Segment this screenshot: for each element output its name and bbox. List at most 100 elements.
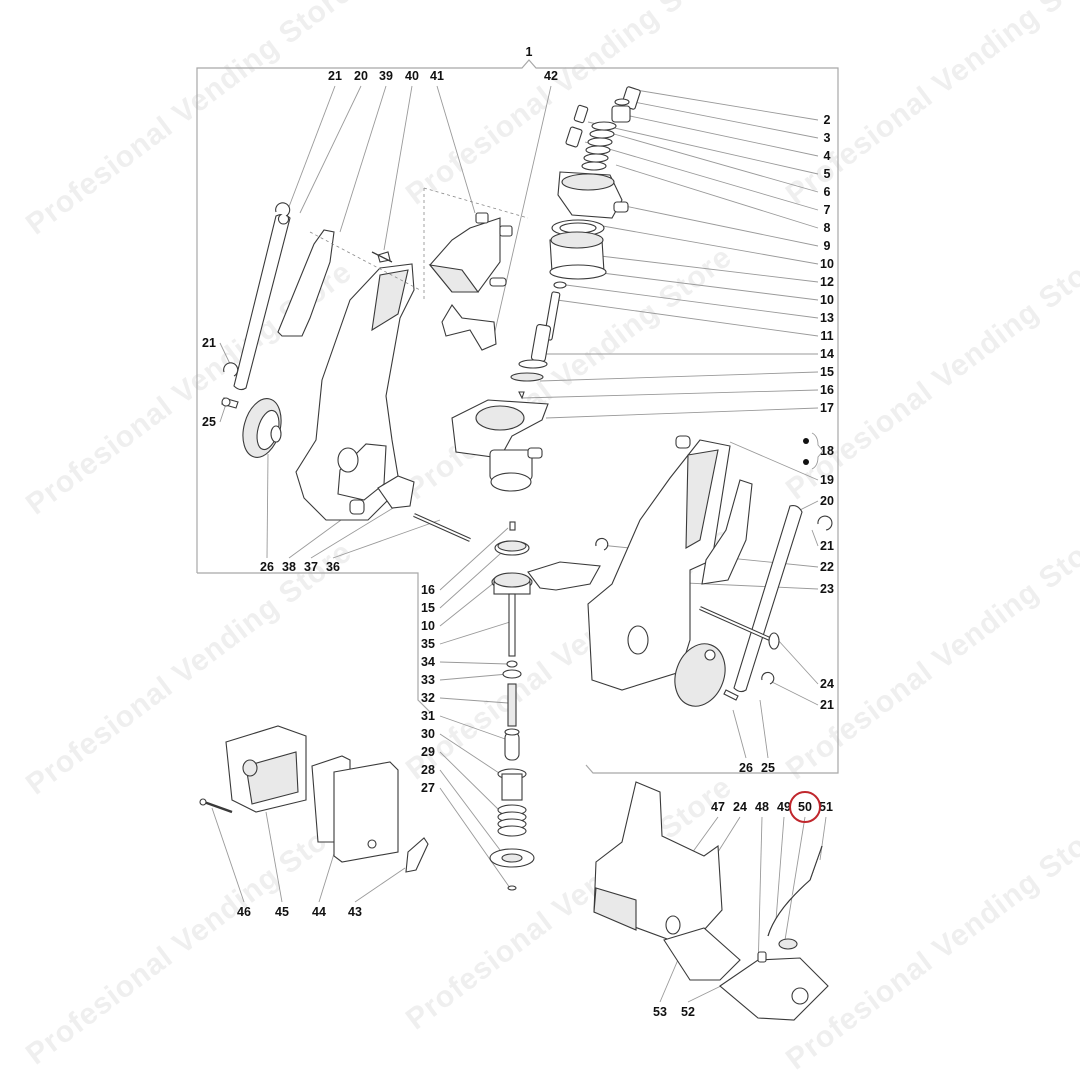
part-callout-27[interactable]: 27 [421,780,435,795]
part-callout-21[interactable]: 21 [328,68,342,83]
part-callout-34[interactable]: 34 [421,654,435,669]
part-callout-4[interactable]: 4 [823,148,831,163]
leader-line [436,85,476,214]
part-callout-18[interactable]: 18 [820,443,834,458]
part-callout-15[interactable]: 15 [421,600,435,615]
part-callout-21[interactable]: 21 [820,538,834,553]
leader-line [286,85,336,213]
spring-icon [581,121,617,171]
cover-assembly [593,781,829,1021]
leader-line [545,407,819,419]
part-callout-26[interactable]: 26 [739,760,753,775]
part-callout-32[interactable]: 32 [421,690,435,705]
part-callout-12[interactable]: 12 [820,274,834,289]
part-callout-25[interactable]: 25 [761,760,775,775]
leader-line [777,639,819,685]
leader-line [354,867,406,903]
part-callout-8[interactable]: 8 [823,220,831,235]
leader-line [439,661,509,665]
leader-line [767,679,819,706]
valve-stack [451,86,641,492]
assembly-frame [196,59,839,774]
part-callout-5[interactable]: 5 [823,166,831,181]
part-callout-40[interactable]: 40 [405,68,419,83]
leader-line [615,164,819,229]
leader-line [439,751,503,814]
leader-line [565,284,819,319]
leader-line [587,121,819,175]
part-callout-22[interactable]: 22 [820,559,834,574]
part-callout-10[interactable]: 10 [820,292,834,307]
part-callout-44[interactable]: 44 [312,904,326,919]
leader-line [521,389,819,399]
part-callout-17[interactable]: 17 [820,400,834,415]
part-callout-21[interactable]: 21 [820,697,834,712]
part-callout-23[interactable]: 23 [820,581,834,596]
part-callout-7[interactable]: 7 [823,202,831,217]
leader-line [219,403,227,423]
leader-line [539,371,819,382]
part-callout-25[interactable]: 25 [202,414,216,429]
part-callout-21[interactable]: 21 [202,335,216,350]
part-callout-48[interactable]: 48 [755,799,769,814]
leader-line [266,453,269,559]
part-callout-1[interactable]: 1 [525,44,533,59]
part-callout-43[interactable]: 43 [348,904,362,919]
part-callout-42[interactable]: 42 [544,68,558,83]
part-callout-15[interactable]: 15 [820,364,834,379]
part-callout-19[interactable]: 19 [820,472,834,487]
part-callout-24[interactable]: 24 [733,799,747,814]
part-callout-33[interactable]: 33 [421,672,435,687]
part-callout-26[interactable]: 26 [260,559,274,574]
chute-parts [423,187,529,351]
part-callout-52[interactable]: 52 [681,1004,695,1019]
part-callout-28[interactable]: 28 [421,762,435,777]
part-callout-10[interactable]: 10 [820,256,834,271]
leader-line [310,504,399,559]
part-callout-35[interactable]: 35 [421,636,435,651]
part-callout-46[interactable]: 46 [237,904,251,919]
left-frame-assembly [221,202,471,542]
leader-line [732,709,747,759]
part-callout-30[interactable]: 30 [421,726,435,741]
leader-line [729,441,819,481]
part-callout-16[interactable]: 16 [820,382,834,397]
part-callout-49[interactable]: 49 [777,799,791,814]
part-callout-24[interactable]: 24 [820,676,834,691]
part-callout-51[interactable]: 51 [819,799,833,814]
part-callout-14[interactable]: 14 [820,346,834,361]
part-callout-9[interactable]: 9 [823,238,831,253]
part-callout-3[interactable]: 3 [823,130,831,145]
part-callout-2[interactable]: 2 [823,112,831,127]
right-frame-assembly [527,435,833,707]
leader-line [383,85,413,251]
part-callout-11[interactable]: 11 [820,328,834,343]
part-callout-38[interactable]: 38 [282,559,296,574]
leader-line [439,544,511,609]
part-callout-50[interactable]: 50 [798,799,812,814]
part-callout-53[interactable]: 53 [653,1004,667,1019]
bracket-dot [803,438,809,444]
part-callout-47[interactable]: 47 [711,799,725,814]
leader-line [613,133,819,193]
part-callout-10[interactable]: 10 [421,618,435,633]
part-callout-6[interactable]: 6 [823,184,831,199]
part-callout-39[interactable]: 39 [379,68,393,83]
part-callout-20[interactable]: 20 [820,493,834,508]
leader-line [439,769,501,851]
part-callout-31[interactable]: 31 [421,708,435,723]
part-callout-20[interactable]: 20 [354,68,368,83]
part-callout-41[interactable]: 41 [430,68,444,83]
part-callout-37[interactable]: 37 [304,559,318,574]
part-callout-45[interactable]: 45 [275,904,289,919]
part-callout-36[interactable]: 36 [326,559,340,574]
leader-line [619,204,819,247]
part-callout-29[interactable]: 29 [421,744,435,759]
leader-line [629,115,819,157]
leader-line [439,621,511,645]
motor-assembly [199,725,429,873]
part-callout-16[interactable]: 16 [421,582,435,597]
part-callout-13[interactable]: 13 [820,310,834,325]
